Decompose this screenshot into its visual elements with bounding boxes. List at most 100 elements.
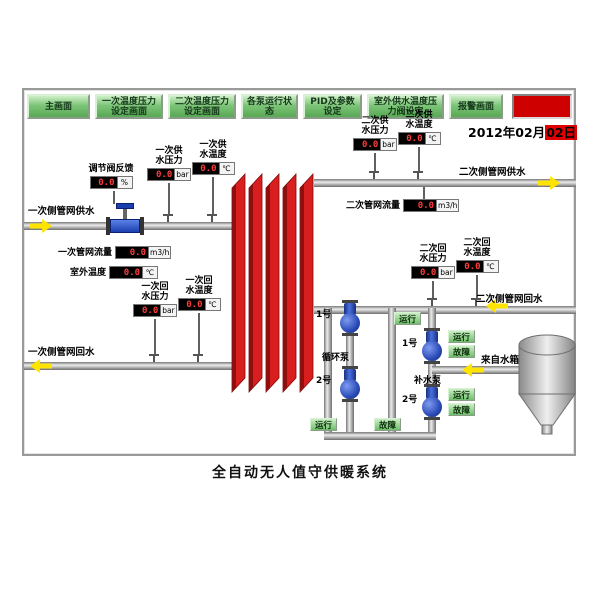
- pipe-makeup-line: [428, 308, 436, 440]
- regulating-valve-stem: [123, 209, 127, 219]
- gauge-primary-supply-pressure-unit: bar: [175, 168, 191, 181]
- gauge-outdoor-temp-value: 0.0: [109, 266, 144, 279]
- makeup-pump-1[interactable]: [419, 328, 445, 364]
- temperature-sensor-icon: [193, 354, 203, 362]
- gauge-secondary-return-temp: 二次回水温度 0.0℃: [454, 238, 500, 273]
- nav-pump-status-button[interactable]: 各泵运行状态: [241, 94, 298, 119]
- gauge-primary-supply-temp-unit: ℃: [219, 162, 235, 175]
- gauge-secondary-supply-temp: 二次供水温度 0.0℃: [396, 110, 442, 145]
- pump-volute: [422, 397, 442, 417]
- gauge-primary-supply-temp: 一次供水温度 0.0℃: [190, 140, 236, 175]
- regulating-valve-flange-left: [106, 217, 110, 235]
- makeup-pump2-fault-indicator: 故障: [448, 403, 475, 416]
- gauge-secondary-flow-value: 0.0: [403, 199, 438, 212]
- regulating-valve-handle: [116, 203, 134, 209]
- gauge-primary-return-temp: 一次回水温度 0.0℃: [176, 276, 222, 311]
- pump-motor: [426, 331, 438, 343]
- nav-pid-settings-button[interactable]: PID及参数设定: [303, 94, 362, 119]
- circulation-pump1-label: 1号: [316, 310, 332, 320]
- gauge-primary-flow-unit: m3/h: [149, 246, 172, 259]
- temperature-sensor-icon: [471, 298, 481, 306]
- circulation-run-indicator: 运行: [310, 418, 337, 431]
- pipe-secondary-return: [314, 306, 576, 314]
- gauge-outdoor-temp: 室外温度 0.0℃: [70, 266, 159, 279]
- gauge-primary-return-temp-label: 一次回水温度: [185, 276, 213, 296]
- sensor-stem: [432, 281, 434, 298]
- plate-heat-exchanger: [231, 172, 314, 394]
- temperature-sensor-icon: [413, 171, 423, 179]
- pipe-bottom-header: [324, 432, 436, 440]
- circulation-pump-2[interactable]: [337, 366, 363, 402]
- pipe-secondary-supply: [314, 179, 576, 187]
- gauge-secondary-supply-temp-value: 0.0: [397, 132, 426, 145]
- regulating-valve[interactable]: [110, 219, 140, 233]
- gauge-secondary-return-pressure-value: 0.0: [411, 266, 440, 279]
- sensor-stem: [418, 147, 420, 171]
- gauge-valve-feedback-unit: %: [117, 176, 133, 189]
- makeup-pump2-run-indicator: 运行: [448, 388, 475, 401]
- gauge-secondary-supply-temp-unit: ℃: [425, 132, 441, 145]
- gauge-primary-return-temp-unit: ℃: [205, 298, 221, 311]
- gauge-primary-return-pressure-label: 一次回水压力: [141, 282, 169, 302]
- label-primary-supply: 一次侧管网供水: [28, 206, 95, 217]
- gauge-primary-supply-temp-label: 一次供水温度: [199, 140, 227, 160]
- sensor-stem: [476, 275, 478, 298]
- water-tank: [518, 334, 576, 435]
- nav-outdoor-supply-valve-settings-button[interactable]: 室外供水温度压力阀设定: [367, 94, 444, 119]
- sensor-stem: [168, 183, 170, 214]
- gauge-primary-flow-value: 0.0: [115, 246, 150, 259]
- pump-flange: [424, 328, 440, 331]
- circulation-pump1-run-indicator: 运行: [394, 312, 421, 325]
- nav-main-screen-button[interactable]: 主画面: [27, 94, 90, 119]
- gauge-valve-feedback: 调节阀反馈 0.0%: [88, 164, 134, 189]
- pump-flange: [424, 417, 440, 420]
- sensor-stem: [212, 177, 214, 214]
- makeup-group-label: 补水泵: [414, 376, 442, 386]
- pipe-circulation-right: [388, 308, 396, 440]
- gauge-secondary-return-temp-label: 二次回水温度: [463, 238, 491, 258]
- gauge-secondary-supply-pressure-unit: bar: [381, 138, 397, 151]
- gauge-secondary-flow-unit: m3/h: [437, 199, 460, 212]
- gauge-primary-supply-temp-value: 0.0: [191, 162, 220, 175]
- circulation-pump-1[interactable]: [337, 300, 363, 336]
- gauge-secondary-supply-temp-label: 二次供水温度: [405, 110, 433, 130]
- label-from-tank: 来自水箱: [481, 355, 520, 366]
- page-title: 全自动无人值守供暖系统: [212, 465, 388, 481]
- pressure-sensor-icon: [149, 354, 159, 362]
- makeup-pump1-label: 1号: [402, 339, 418, 349]
- circulation-fault-indicator: 故障: [374, 418, 401, 431]
- pressure-sensor-icon: [369, 171, 379, 179]
- circulation-group-label: 循环泵: [322, 353, 350, 363]
- pump-volute: [422, 341, 442, 361]
- gauge-outdoor-temp-label: 室外温度: [70, 267, 107, 278]
- sensor-stem: [198, 313, 200, 354]
- pump-motor: [344, 303, 356, 315]
- nav-alarm-screen-button[interactable]: 报警画面: [449, 94, 503, 119]
- gauge-primary-return-pressure-unit: bar: [161, 304, 177, 317]
- makeup-pump1-fault-indicator: 故障: [448, 345, 475, 358]
- makeup-pump-2[interactable]: [419, 384, 445, 420]
- pipe-primary-return: [24, 362, 232, 370]
- pump-flange: [424, 384, 440, 387]
- gauge-secondary-return-temp-value: 0.0: [455, 260, 484, 273]
- gauge-primary-supply-pressure-label: 一次供水压力: [155, 146, 183, 166]
- nav-secondary-temp-pressure-settings-button[interactable]: 二次温度压力设定画面: [168, 94, 236, 119]
- valve-feedback-stem: [113, 191, 115, 204]
- gauge-primary-flow-label: 一次管网流量: [58, 247, 113, 258]
- nav-primary-temp-pressure-settings-button[interactable]: 一次温度压力设定画面: [95, 94, 163, 119]
- label-secondary-return: 二次侧管网回水: [476, 294, 543, 305]
- gauge-primary-return-pressure-value: 0.0: [133, 304, 162, 317]
- sensor-stem: [374, 153, 376, 171]
- pressure-sensor-icon: [427, 298, 437, 306]
- makeup-pump2-label: 2号: [402, 395, 418, 405]
- label-secondary-supply: 二次侧管网供水: [459, 167, 526, 178]
- makeup-pump1-run-indicator: 运行: [448, 330, 475, 343]
- pump-flange: [342, 399, 358, 402]
- alarm-lamp-indicator: [512, 94, 572, 119]
- gauge-primary-return-temp-value: 0.0: [177, 298, 206, 311]
- circulation-pump2-label: 2号: [316, 376, 332, 386]
